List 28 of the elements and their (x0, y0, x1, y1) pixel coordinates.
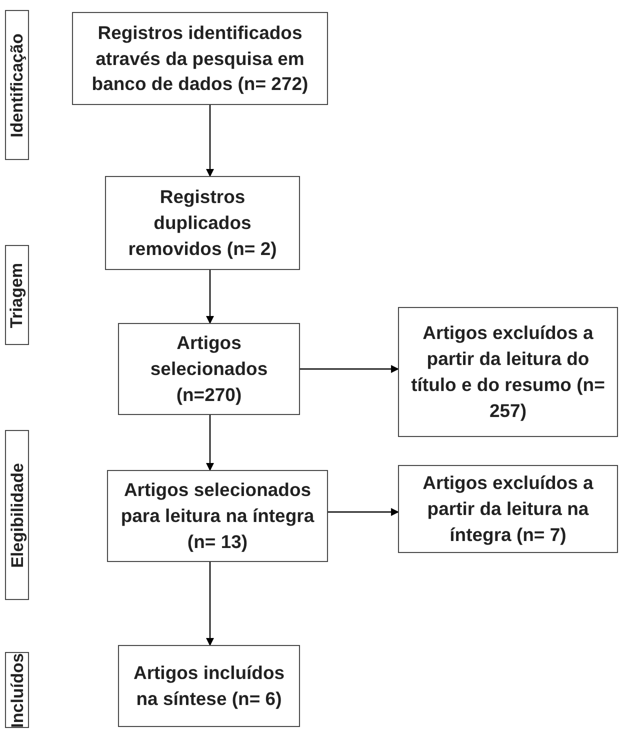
process-box (398, 307, 618, 437)
box-text: Artigos incluídos na síntese (n= 6) (132, 661, 286, 711)
box-text: Artigos selecionados (n=270) (149, 331, 269, 407)
arrow (206, 562, 214, 646)
stage-label: Incluídos (8, 652, 26, 728)
stage-label-box (5, 245, 29, 345)
process-box (118, 323, 300, 415)
stage-label-box (5, 430, 29, 600)
stage-label: Triagem (8, 262, 26, 328)
box-text: Artigos excluídos a partir da leitura do título e do resumo (n= 257) (410, 321, 606, 423)
process-box (105, 176, 300, 270)
arrow (328, 508, 399, 516)
arrow (206, 270, 214, 324)
process-box (118, 645, 300, 727)
box-text: Registros duplicados removidos (n= 2) (127, 185, 278, 261)
stage-label-box (5, 10, 29, 160)
stage-label: Identificação (8, 33, 26, 137)
stage-label-box (5, 652, 29, 728)
box-text: Artigos selecionados para leitura na íntegra (n= 13) (120, 478, 316, 554)
process-box (398, 465, 618, 553)
arrow (206, 105, 214, 177)
stage-label: Elegibilidade (8, 462, 26, 568)
process-box (107, 470, 328, 562)
arrow (206, 415, 214, 471)
box-text: Registros identificados através da pesquisa em banco de dados (n= 272) (90, 20, 310, 96)
arrow (300, 365, 399, 373)
process-box (72, 12, 328, 105)
box-text: Artigos excluídos a partir da leitura na íntegra (n= 7) (422, 471, 594, 547)
